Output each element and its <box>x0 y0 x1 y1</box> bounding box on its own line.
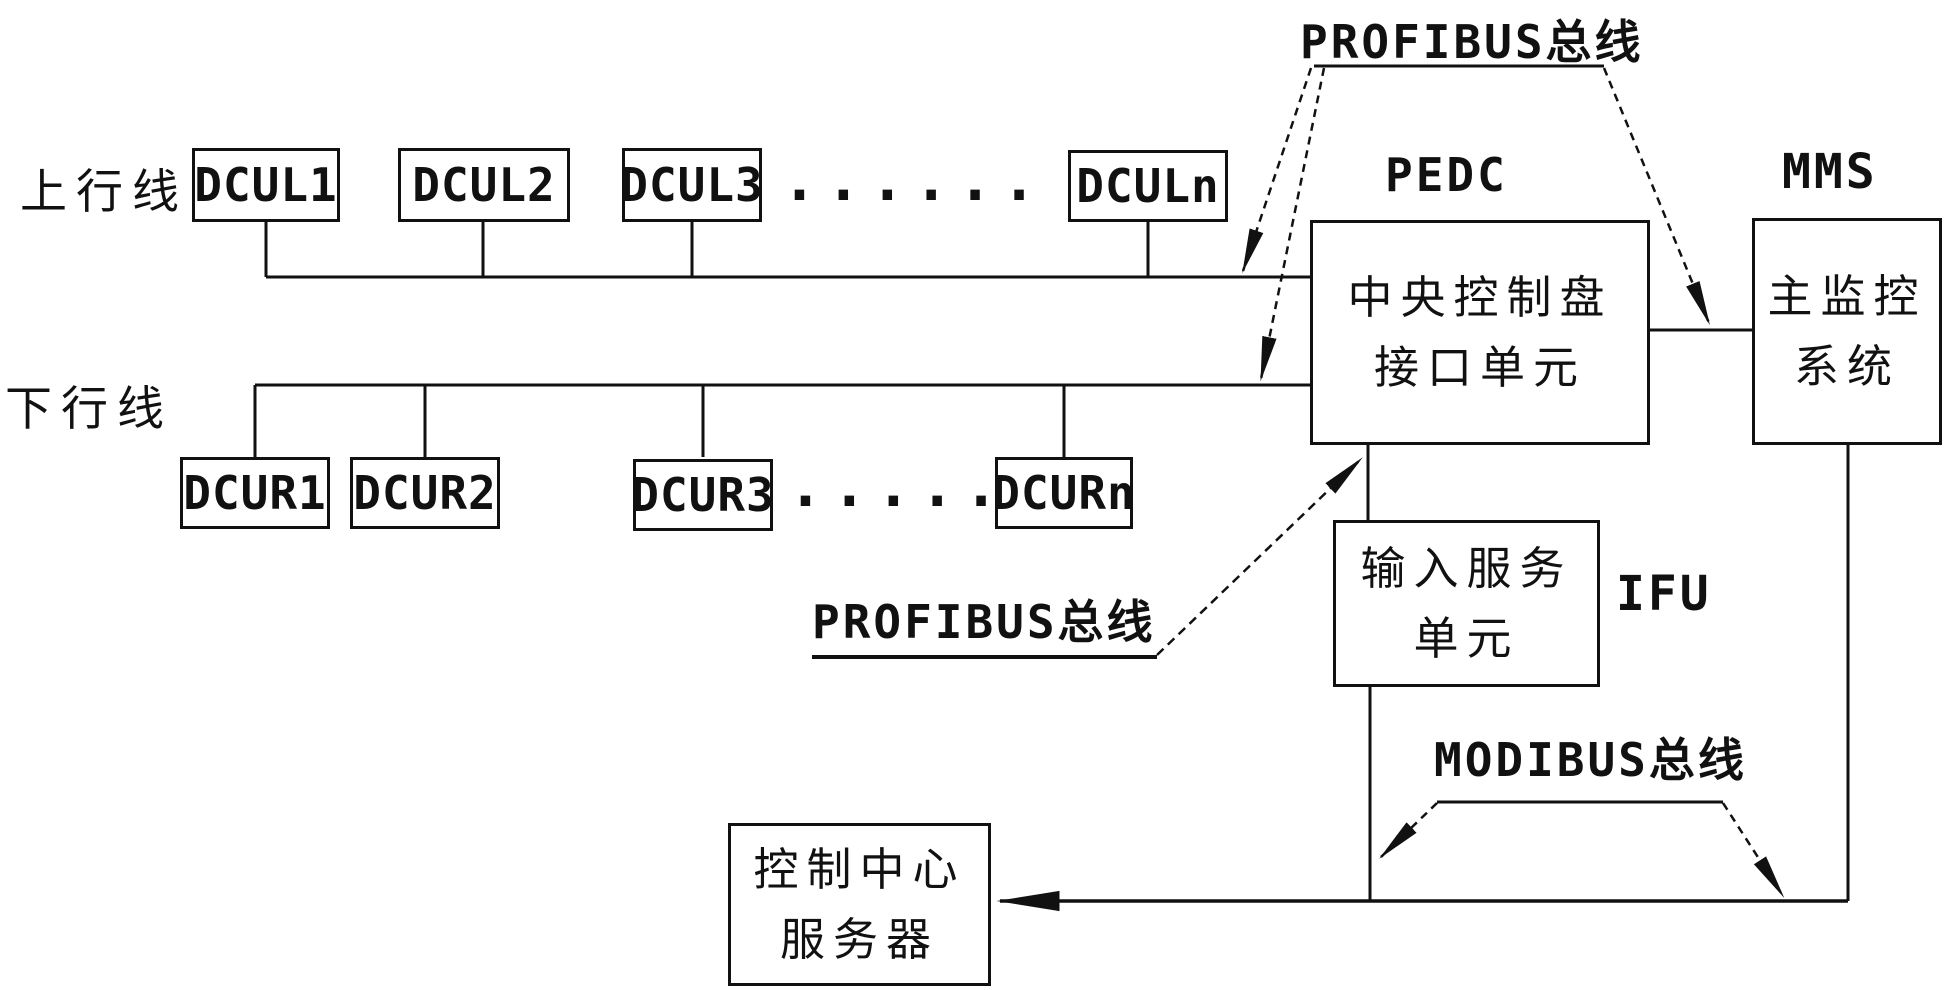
dcur3-box: DCUR3 <box>631 459 775 531</box>
input-service-unit-line1: 输入服务 <box>1360 541 1573 595</box>
modibus-arrow-left <box>1379 802 1438 859</box>
pedc-label: PEDC <box>1385 148 1508 202</box>
dcurn-label: DCURn <box>992 466 1136 520</box>
dcurn-box: DCURn <box>992 457 1136 529</box>
dcul3-box: DCUL3 <box>620 148 764 222</box>
dcul2-box: DCUL2 <box>398 148 570 222</box>
control-center-server-line1: 控制中心 <box>753 842 966 896</box>
up-line-label: 上行线 <box>20 165 188 220</box>
profibus-top-arrow-upperbus <box>1241 67 1313 274</box>
dculn-box: DCULn <box>1068 150 1228 222</box>
profibus-top-label: PROFIBUS总线 <box>1300 15 1644 69</box>
dcur1-box: DCUR1 <box>180 457 330 529</box>
mms-unit-line1: 主监控 <box>1767 269 1927 323</box>
pedc-unit-box: 中央控制盘 接口单元 <box>1310 220 1650 445</box>
profibus-mid-arrow <box>1156 457 1363 656</box>
mms-label: MMS <box>1782 144 1878 200</box>
ifu-label: IFU <box>1616 566 1712 622</box>
pedc-unit-line1: 中央控制盘 <box>1347 270 1613 324</box>
mms-unit-line2: 系统 <box>1793 339 1900 393</box>
profibus-top-arrow-lowerbus <box>1259 67 1326 382</box>
dculn-label: DCULn <box>1076 159 1220 213</box>
modibus-label: MODIBUS总线 <box>1434 733 1747 787</box>
control-center-server-box: 控制中心 服务器 <box>728 823 991 986</box>
dcur1-label: DCUR1 <box>183 466 327 520</box>
dcul1-label: DCUL1 <box>194 158 338 212</box>
control-center-server-line2: 服务器 <box>779 912 939 966</box>
pedc-unit-line2: 接口单元 <box>1373 340 1586 394</box>
input-service-unit-line2: 单元 <box>1413 611 1520 665</box>
profibus-top-arrow-mms-link <box>1602 67 1711 326</box>
dcur2-label: DCUR2 <box>353 466 497 520</box>
input-service-unit-box: 输入服务 单元 <box>1333 520 1600 687</box>
dcur3-label: DCUR3 <box>631 468 775 522</box>
dcul-ellipsis: ...... <box>782 146 1046 214</box>
profibus-mid-label: PROFIBUS总线 <box>812 595 1156 649</box>
modibus-arrow-right <box>1721 802 1785 899</box>
mms-unit-box: 主监控 系统 <box>1752 218 1942 445</box>
dcur2-box: DCUR2 <box>350 457 500 529</box>
dcul2-label: DCUL2 <box>412 158 556 212</box>
down-line-label: 下行线 <box>5 382 173 437</box>
dcul3-label: DCUL3 <box>620 158 764 212</box>
dcul1-box: DCUL1 <box>192 148 340 222</box>
